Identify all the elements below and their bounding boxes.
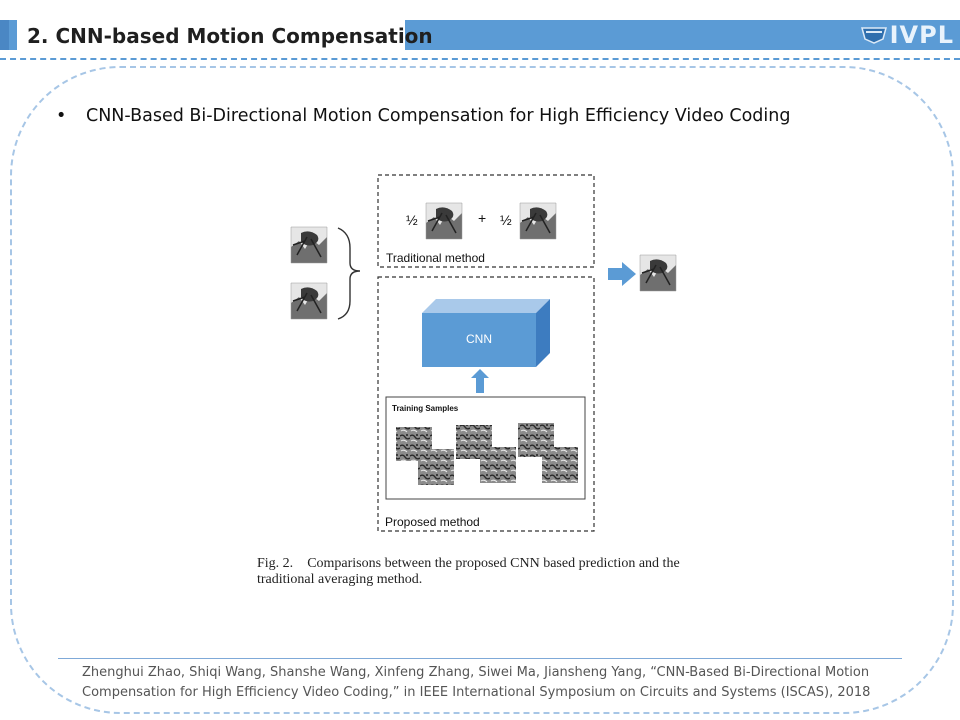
content-frame xyxy=(10,66,954,714)
cnn-block xyxy=(422,313,536,367)
bullet-text: CNN-Based Bi-Directional Motion Compensa… xyxy=(86,106,791,126)
figure-caption: Fig. 2.Comparisons between the proposed … xyxy=(257,556,727,588)
traditional-label: Traditional method xyxy=(386,251,485,265)
plus-sign: + xyxy=(478,210,486,226)
training-patch xyxy=(480,447,516,483)
cnn-top xyxy=(422,299,550,313)
input-frame-bottom xyxy=(290,282,328,320)
training-patch xyxy=(542,447,578,483)
title-divider xyxy=(0,58,960,60)
reference-line-1: Zhenghui Zhao, Shiqi Wang, Shanshe Wang,… xyxy=(82,665,870,680)
proposed-label: Proposed method xyxy=(385,515,480,529)
caption-fig-number: Fig. 2. xyxy=(257,556,294,571)
slide-title: 2. CNN-based Motion Compensation xyxy=(17,20,433,50)
half-right: ½ xyxy=(500,212,512,228)
cnn-label: CNN xyxy=(466,332,492,346)
output-arrow-icon xyxy=(608,262,636,286)
reference-line-2: Compensation for High Efficiency Video C… xyxy=(82,685,871,700)
proposed-box xyxy=(377,276,595,532)
comparison-figure: ½ + ½ Traditional method CNN Training Sa… xyxy=(290,174,677,532)
caption-text: Comparisons between the proposed CNN bas… xyxy=(257,556,680,587)
training-patch xyxy=(418,449,454,485)
title-accent xyxy=(0,20,9,50)
logo-text: IVPL xyxy=(889,21,954,49)
logo-icon xyxy=(860,27,887,44)
reference-citation: Zhenghui Zhao, Shiqi Wang, Shanshe Wang,… xyxy=(82,663,902,703)
bullet-item: • CNN-Based Bi-Directional Motion Compen… xyxy=(56,106,790,126)
trad-frame-right xyxy=(519,202,557,240)
training-label: Training Samples xyxy=(392,404,459,413)
input-frame-top xyxy=(290,226,328,264)
cnn-side xyxy=(536,299,550,367)
output-frame xyxy=(639,254,677,292)
reference-divider xyxy=(58,658,902,659)
half-left: ½ xyxy=(406,212,418,228)
up-arrow-icon xyxy=(471,369,489,393)
trad-frame-left xyxy=(425,202,463,240)
traditional-box xyxy=(377,174,595,268)
brace-icon xyxy=(337,227,361,320)
bullet-icon: • xyxy=(56,106,67,126)
ivpl-logo: IVPL xyxy=(860,20,954,50)
